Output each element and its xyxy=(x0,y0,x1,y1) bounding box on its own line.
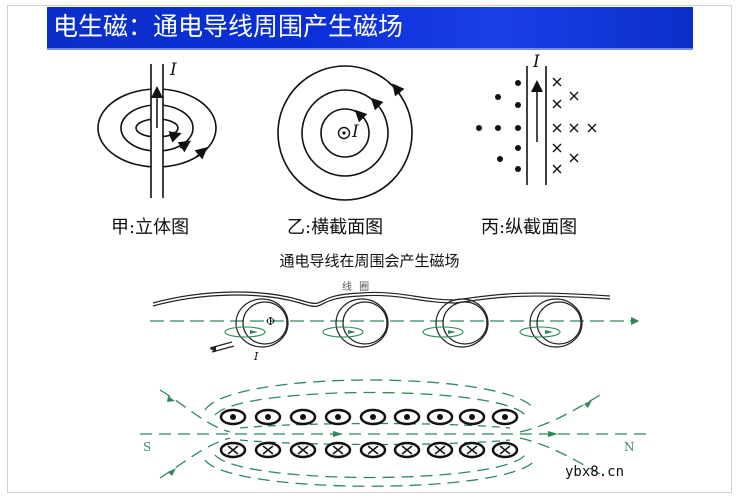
solenoid-field-lines xyxy=(140,379,650,487)
watermark: ybx8.cn xyxy=(565,464,625,480)
caption-longitudinal-section: 丙:纵截面图 xyxy=(481,217,578,238)
coil-drawing xyxy=(150,291,640,353)
slide-title: 电生磁：通电导线周围产生磁场 xyxy=(53,12,404,41)
conductor-row-out xyxy=(219,408,519,426)
crosses-into-page xyxy=(552,77,597,174)
conductor-row-in xyxy=(219,441,519,459)
figure-cross-section xyxy=(277,65,413,201)
pole-north: N xyxy=(624,440,635,454)
figure-3d-view xyxy=(97,64,217,198)
coil-current-label: I xyxy=(254,350,259,363)
caption-3d-view: 甲:立体图 xyxy=(111,217,190,238)
pole-south: S xyxy=(143,440,152,454)
current-label-3d: I xyxy=(170,60,177,80)
current-label-longitudinal: I xyxy=(533,52,540,72)
figure-longitudinal-section xyxy=(476,66,597,185)
title-banner: 电生磁：通电导线周围产生磁场 xyxy=(47,7,693,50)
flux-symbol: Φ xyxy=(266,315,276,328)
dots-out-of-page xyxy=(476,80,521,172)
current-label-cross: I xyxy=(352,122,359,142)
subtitle: 通电导线在周围会产生磁场 xyxy=(279,252,460,270)
field-arrows xyxy=(167,396,592,476)
coil-label: 线 圈 xyxy=(342,282,372,293)
caption-cross-section: 乙:横截面图 xyxy=(287,217,384,238)
